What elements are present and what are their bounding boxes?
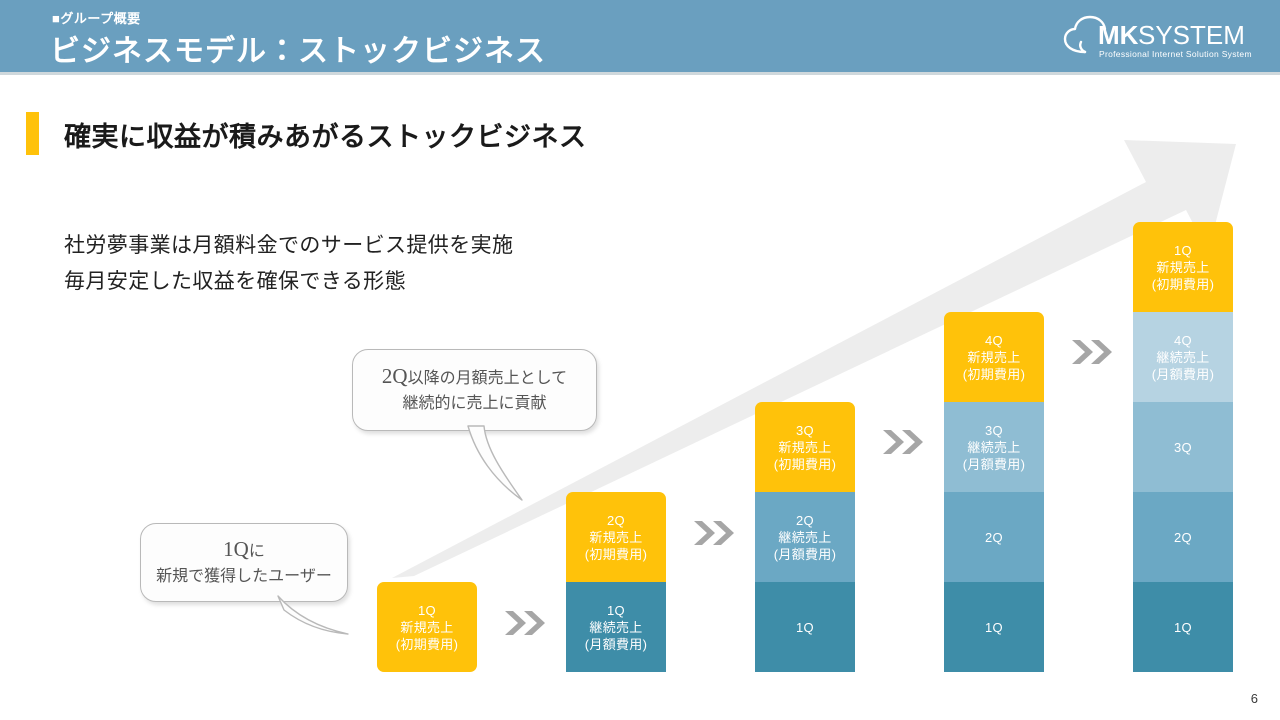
chart-segment-label: 3Q bbox=[796, 422, 814, 438]
header-divider bbox=[0, 72, 1280, 75]
chevron-separator-4 bbox=[1070, 337, 1116, 367]
chart-segment-label: 新規売上 bbox=[1156, 259, 1210, 275]
chart-segment-label: 4Q bbox=[1174, 332, 1192, 348]
chevron-separator-1 bbox=[503, 608, 549, 638]
chart-segment-label: (初期費用) bbox=[773, 456, 837, 472]
chart-segment-label: 2Q bbox=[607, 512, 625, 528]
callout-1-line-1: 1Qに bbox=[223, 536, 265, 561]
chart-segment-label: (初期費用) bbox=[584, 546, 648, 562]
chart-segment-label: 3Q bbox=[985, 422, 1003, 438]
chart-segment-3-3-stock: 1Q bbox=[755, 582, 855, 672]
headline-accent-bar bbox=[26, 112, 39, 155]
chevron-separator-2 bbox=[692, 518, 738, 548]
chart-segment-5-4-stock: 2Q bbox=[1133, 492, 1233, 582]
logo-name-bold: MK bbox=[1098, 20, 1139, 50]
chart-segment-label: (月額費用) bbox=[962, 456, 1026, 472]
callout-1-tail bbox=[274, 594, 354, 647]
chart-segment-label: (月額費用) bbox=[584, 636, 648, 652]
chevron-separator-3 bbox=[881, 427, 927, 457]
chart-segment-label: 4Q bbox=[985, 332, 1003, 348]
chart-segment-5-5-stock: 1Q bbox=[1133, 582, 1233, 672]
chart-segment-4-4-stock: 1Q bbox=[944, 582, 1044, 672]
chart-segment-label: 新規売上 bbox=[967, 349, 1021, 365]
callout-2-line-1: 2Q以降の月額売上として bbox=[381, 364, 568, 388]
header-eyebrow: ■グループ概要 bbox=[52, 11, 141, 26]
chart-segment-label: 1Q bbox=[607, 602, 625, 618]
chart-segment-label: 2Q bbox=[985, 529, 1003, 545]
chart-segment-label: 継続売上 bbox=[1156, 349, 1210, 365]
callout-2-line-2: 継続的に売上に貢献 bbox=[402, 395, 547, 412]
mksystem-logo: MK SYSTEM Professional Internet Solution… bbox=[1052, 8, 1252, 64]
logo-tagline: Professional Internet Solution System bbox=[1099, 49, 1252, 59]
logo-name-light: SYSTEM bbox=[1138, 20, 1245, 50]
chart-segment-label: 1Q bbox=[418, 602, 436, 618]
chart-segment-label: 継続売上 bbox=[589, 619, 643, 635]
chart-segment-label: (月額費用) bbox=[773, 546, 837, 562]
chart-segment-label: 新規売上 bbox=[778, 439, 832, 455]
chart-segment-label: 新規売上 bbox=[400, 619, 454, 635]
chart-segment-4-3-stock: 2Q bbox=[944, 492, 1044, 582]
chart-segment-label: 2Q bbox=[1174, 529, 1192, 545]
chart-segment-label: 継続売上 bbox=[967, 439, 1021, 455]
chart-segment-label: 1Q bbox=[796, 619, 814, 635]
chart-segment-label: (初期費用) bbox=[1151, 276, 1215, 292]
chart-segment-label: 2Q bbox=[796, 512, 814, 528]
chart-segment-label: 1Q bbox=[1174, 619, 1192, 635]
body-line-2: 毎月安定した収益を確保できる形態 bbox=[64, 270, 406, 293]
chart-segment-label: 3Q bbox=[1174, 439, 1192, 455]
cloud-icon bbox=[1063, 15, 1107, 54]
callout-2q-monthly: 2Q以降の月額売上として 継続的に売上に貢献 bbox=[352, 349, 597, 431]
callout-1q-new-users: 1Qに 新規で獲得したユーザー bbox=[140, 523, 348, 602]
chart-segment-label: 1Q bbox=[985, 619, 1003, 635]
chart-segment-label: 継続売上 bbox=[778, 529, 832, 545]
callout-1-line-2: 新規で獲得したユーザー bbox=[156, 567, 332, 585]
page-number: 6 bbox=[1250, 691, 1258, 706]
page-title: ビジネスモデル：ストックビジネス bbox=[50, 35, 546, 68]
callout-2-tail bbox=[462, 424, 552, 511]
chart-segment-label: 新規売上 bbox=[589, 529, 643, 545]
chart-segment-label: (初期費用) bbox=[962, 366, 1026, 382]
chart-segment-label: 1Q bbox=[1174, 242, 1192, 258]
chart-segment-label: (月額費用) bbox=[1151, 366, 1215, 382]
chart-segment-5-3-stock: 3Q bbox=[1133, 402, 1233, 492]
chart-segment-label: (初期費用) bbox=[395, 636, 459, 652]
